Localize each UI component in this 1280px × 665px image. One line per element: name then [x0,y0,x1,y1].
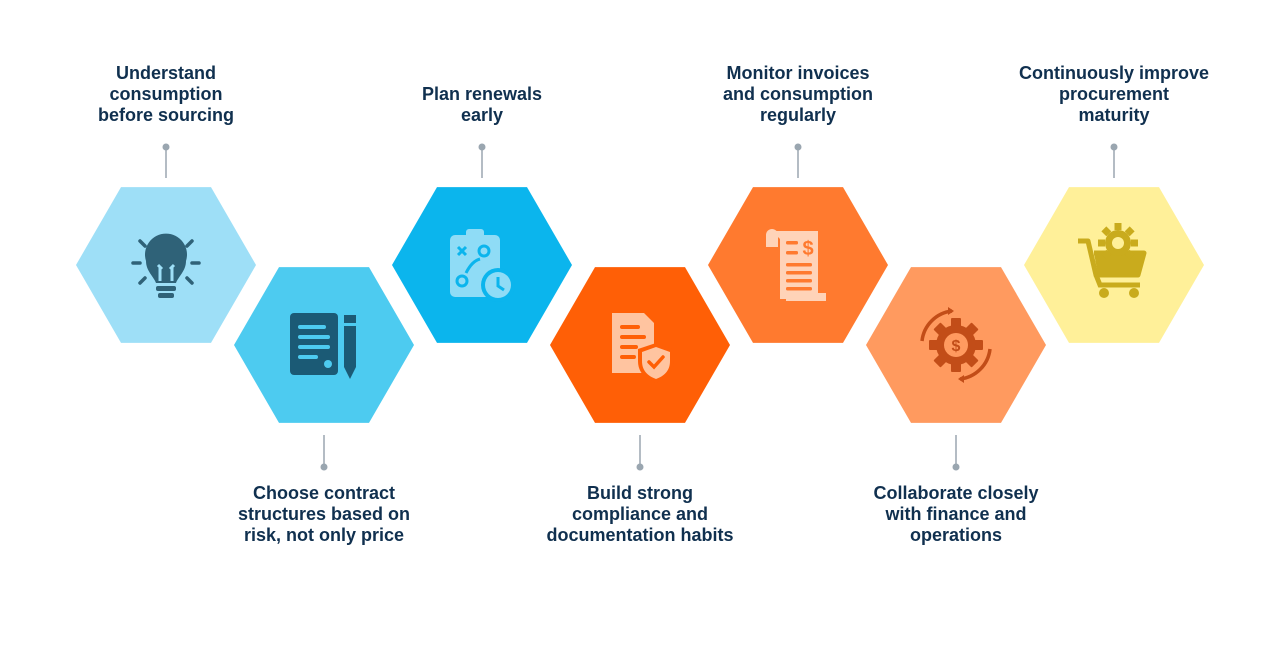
connector [636,435,644,471]
step-label-line: structures based on [237,504,411,524]
document-shield-check-icon [612,313,674,383]
step-label-line: Build strong [587,483,693,503]
step-label-line: operations [909,525,1002,545]
step-label-line: Monitor invoices [726,63,870,83]
lightbulb-icon [131,233,201,298]
step-label-line: Understand [115,63,216,83]
contract-document-pen-icon [290,313,356,379]
svg-text:$: $ [802,238,813,260]
invoice-dollar-icon: $ [766,229,826,301]
step-label-line: and consumption [723,84,873,104]
step-label-line: maturity [1078,105,1150,125]
step-label-line: early [460,105,504,125]
connector [1110,143,1118,178]
connector [320,435,328,471]
step-label-line: with finance and [885,504,1027,524]
step-label-line: regularly [759,105,837,125]
connector [794,143,802,178]
connector [162,143,170,178]
clipboard-strategy-clock-icon [450,229,515,302]
step-label-line: consumption [109,84,223,104]
gear-dollar-icon: $ [920,307,992,383]
step-label-line: Plan renewals [421,84,543,104]
step-label-line: risk, not only price [243,525,405,545]
svg-text:$: $ [952,338,961,355]
step-label-line: documentation habits [546,525,734,545]
step-label-line: Continuously improve [1018,63,1209,83]
step-label-line: procurement [1058,84,1170,104]
connector [478,143,486,178]
step-label-line: before sourcing [97,105,235,125]
step-label-line: compliance and [571,504,709,524]
step-label-line: Collaborate closely [873,483,1039,503]
cart-gear-icon [1078,223,1147,298]
connector [952,435,960,471]
step-label-line: Choose contract [252,483,396,503]
